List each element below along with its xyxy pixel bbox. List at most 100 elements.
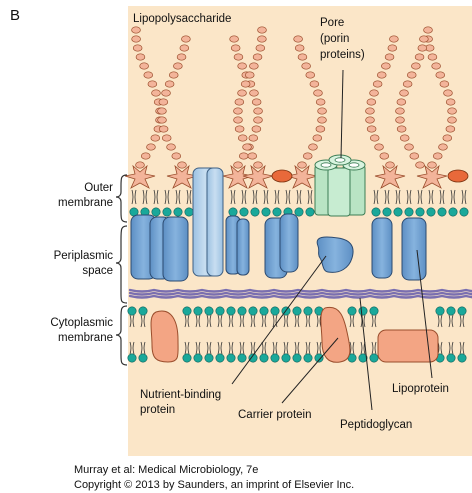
lipid-tail	[252, 189, 258, 205]
lipid-head	[457, 306, 467, 316]
porin-pore-left	[320, 162, 332, 168]
lps-bead	[238, 152, 249, 160]
lps-bead	[150, 134, 161, 142]
lps-bead	[379, 152, 390, 160]
lipid-tail-top	[305, 314, 311, 328]
lps-bead	[135, 53, 146, 61]
lps-bead	[143, 71, 154, 79]
lps-bead	[173, 62, 183, 70]
lipid-head	[237, 306, 247, 316]
lps-bead	[229, 35, 239, 43]
lps-bead	[315, 125, 326, 133]
lipid-head	[404, 207, 414, 217]
label-peri-line1: Periplasmic	[54, 250, 114, 262]
lipid-tail-top	[349, 314, 355, 328]
lipid-tail	[395, 189, 401, 205]
leader-carrier	[281, 337, 339, 404]
lps-bead	[249, 89, 259, 97]
lps-bead	[237, 62, 247, 70]
lipid-head	[281, 353, 291, 363]
lipid-head	[193, 353, 203, 363]
lipid-head	[193, 306, 203, 316]
lps-bead	[369, 89, 379, 97]
lps-bead	[406, 71, 417, 79]
lps-bead	[315, 98, 326, 106]
lps-bead	[372, 80, 383, 88]
lps-bead	[151, 89, 161, 97]
lps-bead	[415, 161, 425, 169]
lipid-head	[250, 207, 260, 217]
lps-bead	[423, 26, 433, 34]
lipid-tail	[450, 189, 456, 205]
lipid-tail-top	[371, 314, 377, 328]
panel-letter: B	[10, 7, 20, 24]
label-pore-line2: (porin	[320, 33, 349, 45]
lps-bead	[308, 143, 318, 151]
lipid-tail	[241, 189, 247, 205]
lps-bead	[395, 116, 405, 124]
lipid-head	[215, 353, 225, 363]
label-cyto-line1: Cytoplasmic	[50, 317, 113, 329]
lps-bead	[309, 80, 320, 88]
lipid-tail-bottom	[316, 341, 322, 355]
lps-bead	[445, 98, 456, 106]
lps-bead	[432, 152, 443, 160]
lipid-head	[369, 306, 379, 316]
lps-bead	[396, 125, 407, 133]
outer-membrane-proteins	[192, 167, 224, 277]
membrane-protein-7	[279, 213, 299, 273]
lipid-head	[162, 207, 172, 217]
lps-bead	[443, 89, 453, 97]
lps-bead	[140, 152, 151, 160]
lipid-tail	[186, 189, 192, 205]
label-lipoprotein: Lipoprotein	[392, 383, 449, 395]
lps-bead	[385, 161, 395, 169]
lipid-head	[204, 306, 214, 316]
lps-bead	[409, 152, 420, 160]
lipid-tail	[461, 189, 467, 205]
lipid-tail-bottom	[349, 341, 355, 355]
outer-membrane-bilayer	[129, 189, 469, 217]
lipid-tail	[175, 189, 181, 205]
lps-bead	[252, 53, 263, 61]
lipid-tail-bottom	[371, 341, 377, 355]
lps-bead	[233, 116, 243, 124]
leader-lines	[231, 69, 433, 411]
lipid-tail	[274, 189, 280, 205]
brace-cytoplasmic-membrane	[115, 305, 128, 366]
lipid-head	[127, 306, 137, 316]
lps-bead	[317, 116, 327, 124]
lps-bead	[237, 89, 247, 97]
leader-lipoprotein	[416, 249, 433, 379]
lps-bead	[251, 98, 262, 106]
lipid-tail-top	[140, 314, 146, 328]
label-outer-line1: Outer	[84, 182, 113, 194]
lps-bead	[147, 80, 158, 88]
lipid-tail	[417, 189, 423, 205]
lipid-head	[303, 353, 313, 363]
lps-bead	[302, 152, 313, 160]
lipid-tail-bottom	[305, 341, 311, 355]
lipid-tail-top	[283, 314, 289, 328]
lipid-tail	[142, 189, 148, 205]
lps-bead	[293, 35, 303, 43]
lps-bead	[427, 53, 438, 61]
lps-bead	[179, 44, 190, 52]
lipid-tail-bottom	[459, 341, 465, 355]
lipid-head	[259, 306, 269, 316]
lipid-tail-bottom	[195, 341, 201, 355]
lipid-tail	[384, 189, 390, 205]
lipid-head	[226, 353, 236, 363]
lps-bead	[161, 89, 171, 97]
lps-core	[242, 164, 274, 189]
lps-bead	[135, 161, 145, 169]
peptidoglycan-strand	[128, 294, 472, 299]
lipid-tail-bottom	[283, 341, 289, 355]
lipid-head	[184, 207, 194, 217]
lps-bead	[240, 80, 251, 88]
lps-bead	[317, 107, 327, 115]
lps-bead	[442, 134, 453, 142]
lps-bead	[234, 125, 245, 133]
lipid-tail	[285, 189, 291, 205]
lipid-head	[459, 207, 469, 217]
